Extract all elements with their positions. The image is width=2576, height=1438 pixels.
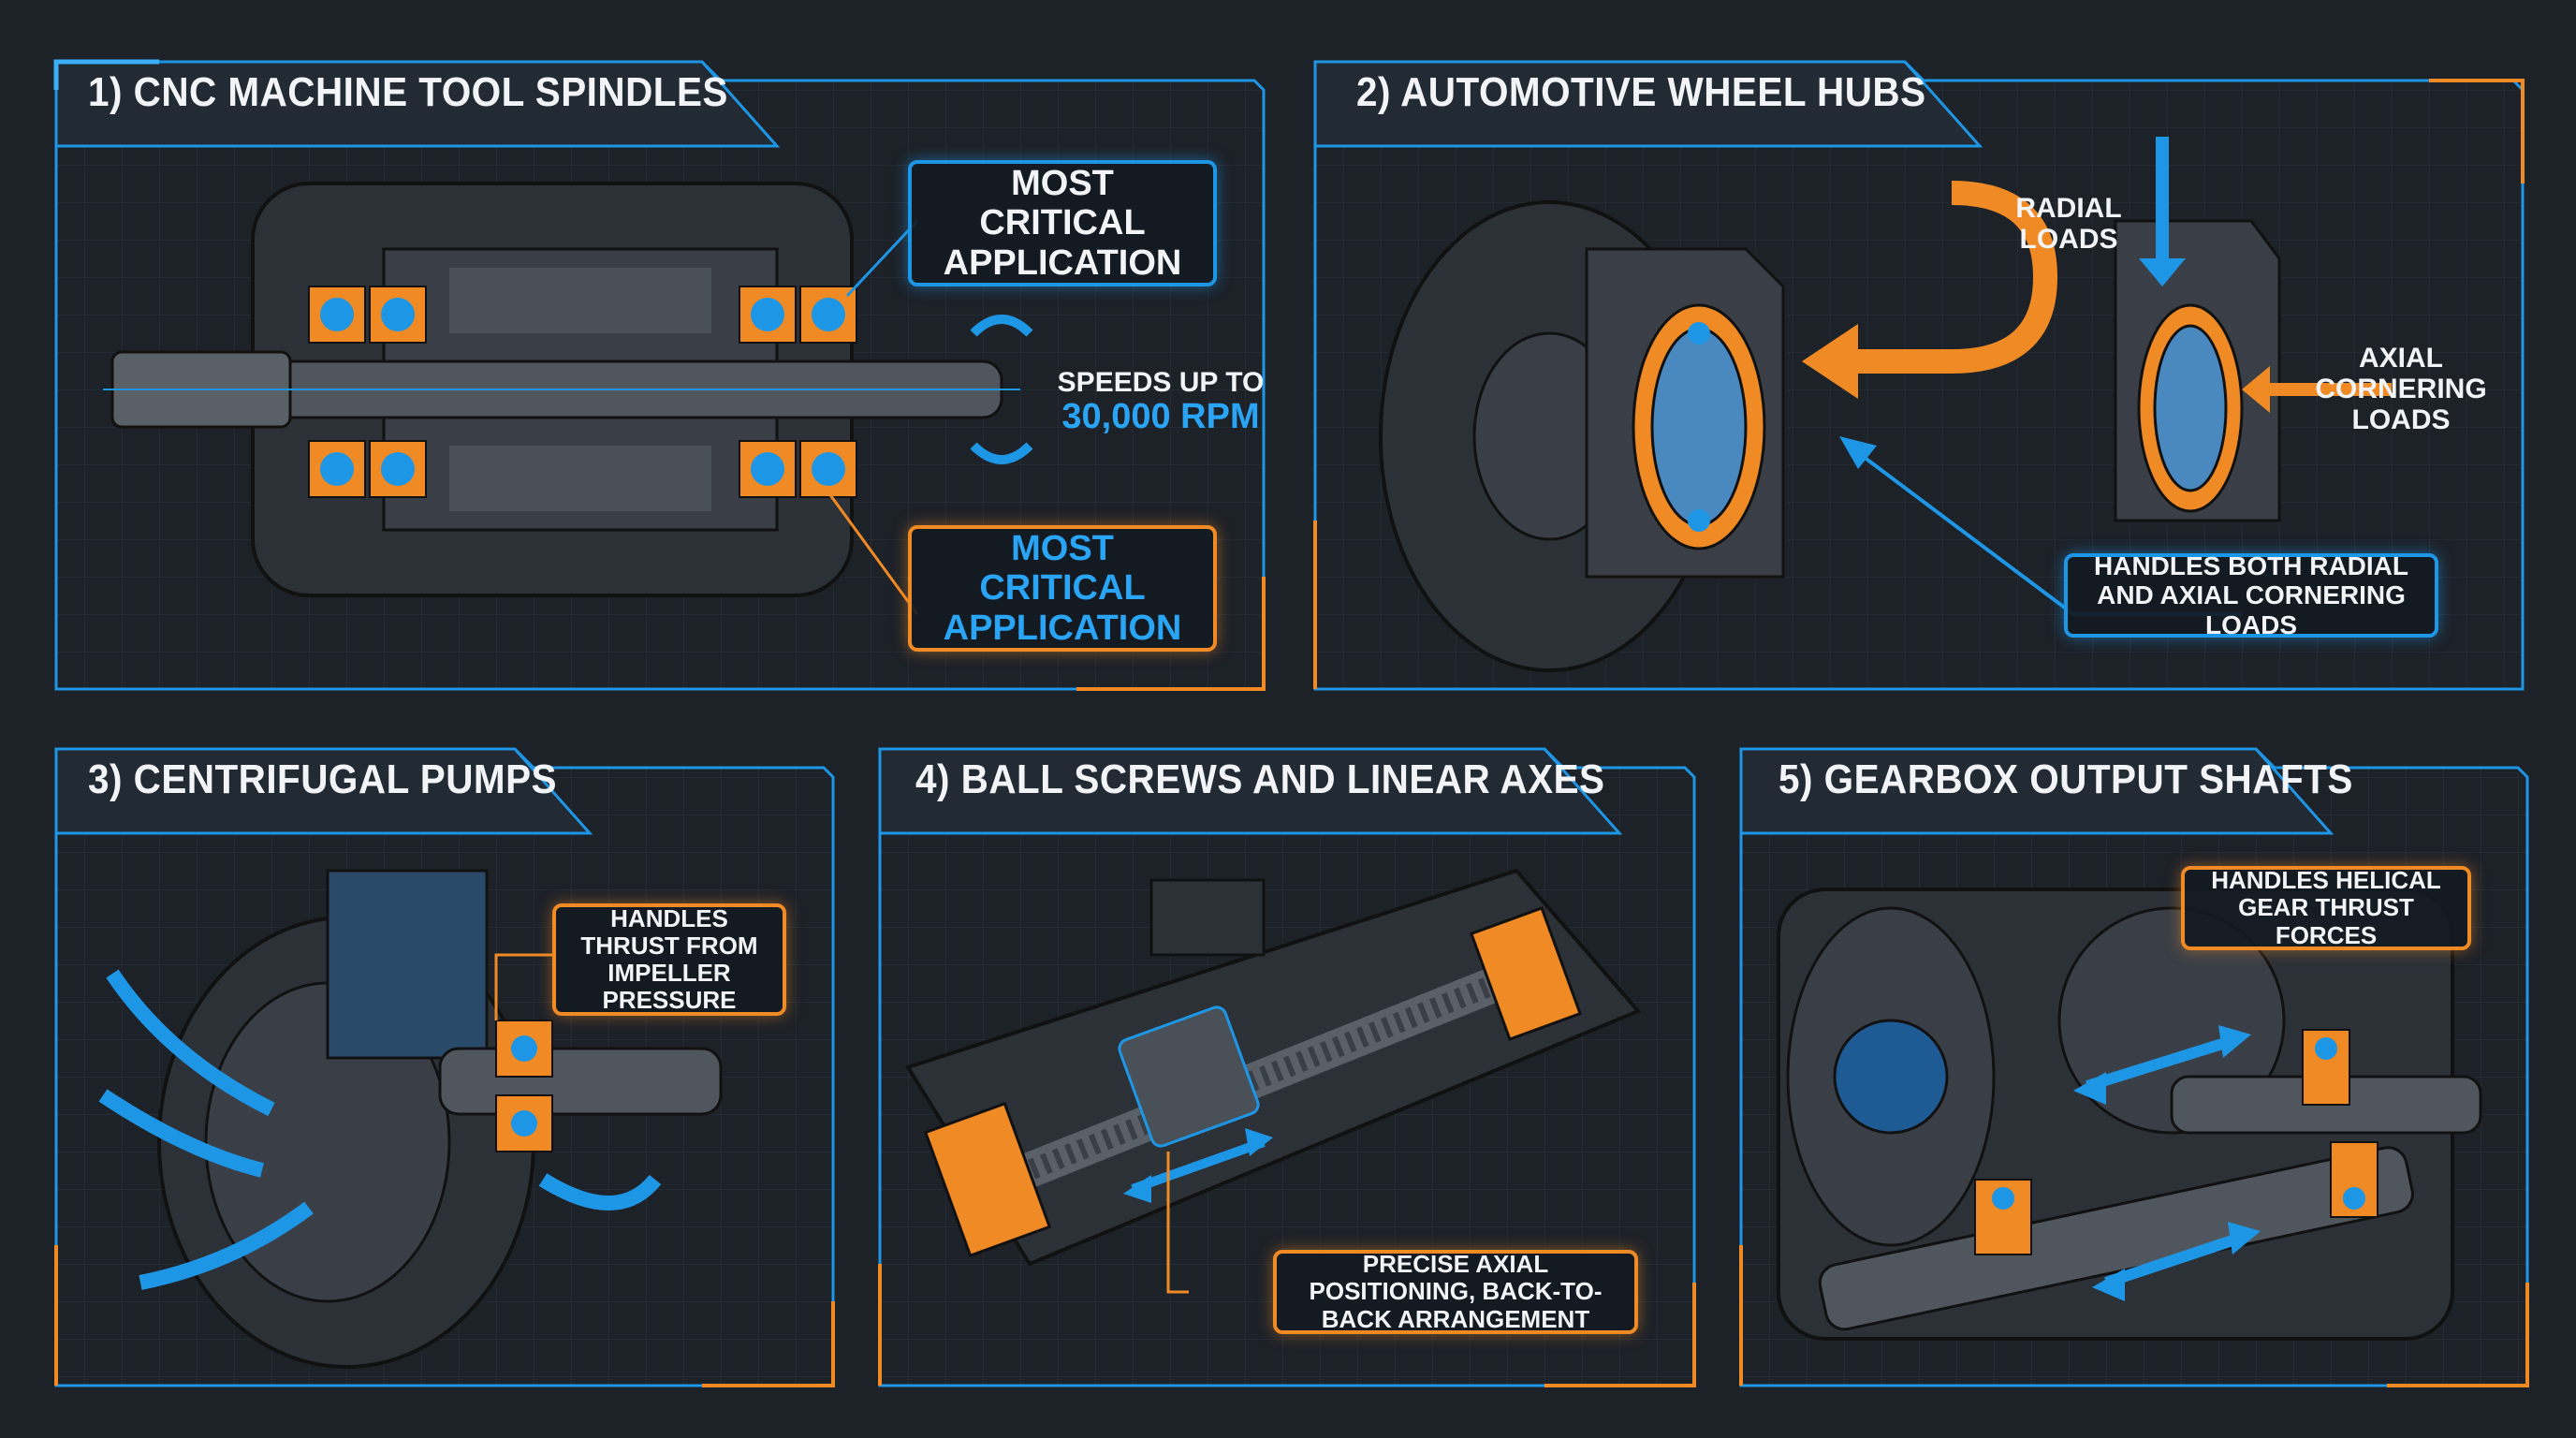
- panel-centrifugal-pumps: 3) CENTRIFUGAL PUMPS HANDLES THRUST FROM…: [47, 740, 842, 1395]
- panel-title: 4) BALL SCREWS AND LINEAR AXES: [915, 756, 1605, 802]
- panel-cnc-spindles: 1) CNC MACHINE TOOL SPINDLES MOST CRITIC…: [47, 52, 1273, 698]
- panel-wheel-hubs: 2) AUTOMOTIVE WHEEL HUBS RADIAL LOADS AX…: [1306, 52, 2532, 698]
- speed-value: 30,000 RPM: [1061, 397, 1260, 436]
- panel-gearbox-frame: [1739, 747, 2529, 1387]
- callout-helical-thrust: HANDLES HELICAL GEAR THRUST FORCES: [2181, 866, 2471, 950]
- axial-loads-label: AXIAL CORNERING LOADS: [2315, 343, 2487, 435]
- panel-wheel-frame: [1313, 60, 2525, 691]
- callout-axial-positioning: PRECISE AXIAL POSITIONING, BACK-TO-BACK …: [1273, 1250, 1638, 1334]
- panel-title: 3) CENTRIFUGAL PUMPS: [88, 756, 557, 802]
- speed-label: SPEEDS UP TO 30,000 RPM: [1039, 367, 1282, 437]
- speed-line1: SPEEDS UP TO: [1057, 367, 1265, 398]
- gearbox-illustration: [1777, 888, 2482, 1341]
- callout-radial-axial: HANDLES BOTH RADIAL AND AXIAL CORNERING …: [2064, 551, 2438, 639]
- bearing-set-rear: [739, 286, 857, 498]
- wheel-hub-illustration: [1379, 137, 2392, 672]
- radial-loads-label: RADIAL LOADS: [2015, 193, 2122, 255]
- callout-most-critical-top: MOST CRITICAL APPLICATION: [908, 160, 1217, 286]
- panel-ball-screws: 4) BALL SCREWS AND LINEAR AXES PRECISE A…: [871, 740, 1704, 1395]
- panel-title: 1) CNC MACHINE TOOL SPINDLES: [88, 69, 728, 115]
- bearing-set-front: [308, 286, 427, 498]
- pump-illustration: [98, 869, 723, 1369]
- panel-title: 5) GEARBOX OUTPUT SHAFTS: [1778, 756, 2353, 802]
- panel-title: 2) AUTOMOTIVE WHEEL HUBS: [1356, 69, 1926, 115]
- panel-gearbox-shafts: 5) GEARBOX OUTPUT SHAFTS HANDLES HELICAL…: [1732, 740, 2537, 1395]
- ballscrew-illustration: [904, 868, 1642, 1294]
- spindle-illustration: [103, 182, 1033, 615]
- panel-ballscrew-frame: [878, 747, 1696, 1387]
- panel-pumps-frame: [54, 747, 835, 1387]
- callout-most-critical-bottom: MOST CRITICAL APPLICATION: [908, 525, 1217, 652]
- callout-impeller-thrust: HANDLES THRUST FROM IMPELLER PRESSURE: [552, 903, 786, 1016]
